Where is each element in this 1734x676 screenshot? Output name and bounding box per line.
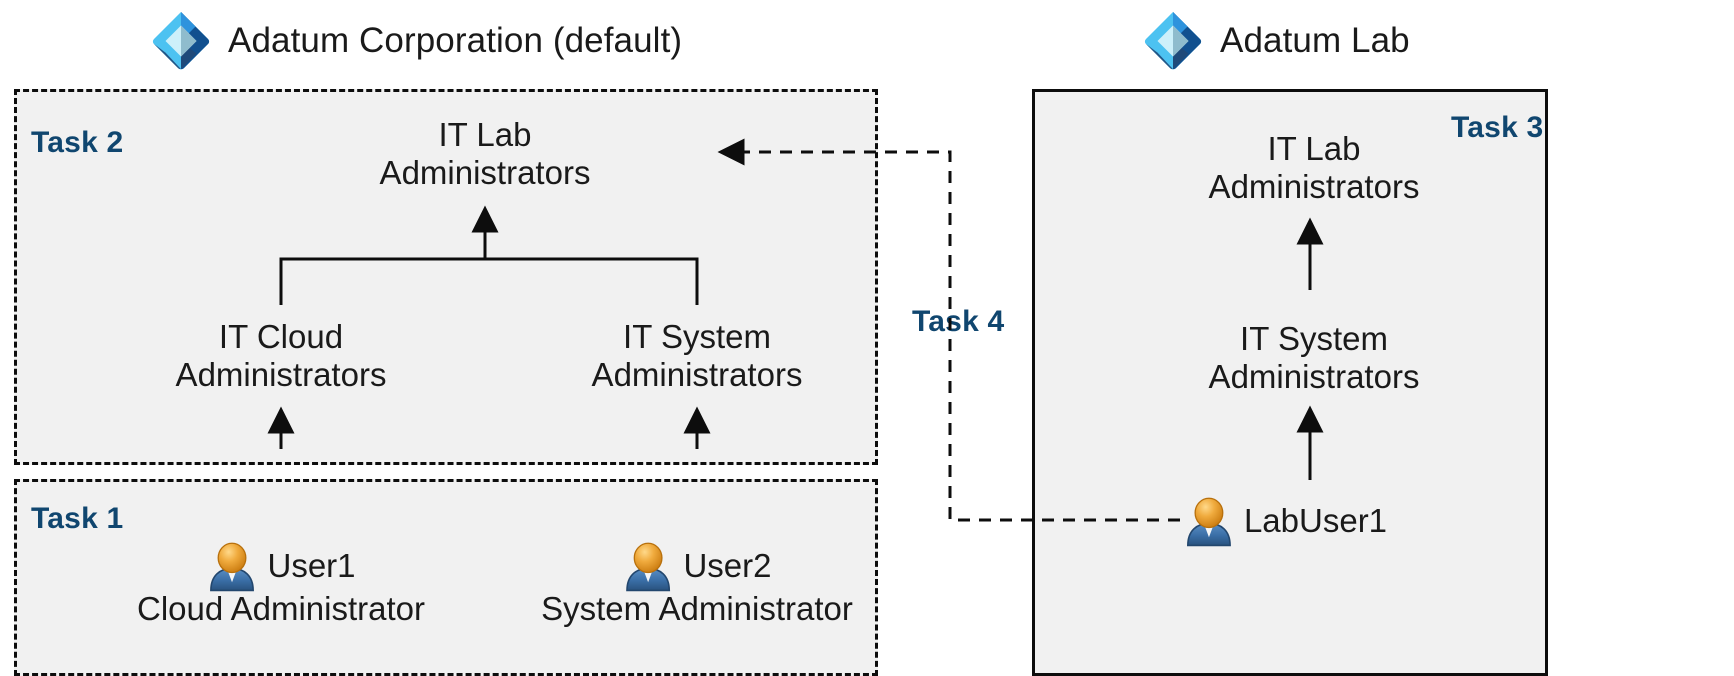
task1-label: Task 1 (31, 502, 124, 535)
labuser1-name-row: LabUser1 (1183, 495, 1387, 547)
user2-name: User2 (683, 547, 772, 584)
tenant-name-adatum-lab: Adatum Lab (1220, 21, 1410, 60)
group-it-system-administrators: IT System Administrators (591, 318, 803, 394)
tenant-header-adatum-corporation: Adatum Corporation (default) (150, 10, 682, 72)
lab-group-it-lab-administrators: IT Lab Administrators (1208, 130, 1420, 206)
user1-name-row: User1 (137, 540, 425, 592)
task3-label: Task 3 (1451, 111, 1544, 144)
user1-role: Cloud Administrator (137, 590, 425, 627)
user1-name: User1 (267, 547, 356, 584)
user-icon (206, 540, 258, 592)
labuser1-name: LabUser1 (1243, 502, 1388, 539)
task4-label: Task 4 (912, 305, 1005, 338)
user-icon (1183, 495, 1235, 547)
lab-group-it-system-administrators: IT System Administrators (1208, 320, 1420, 396)
azure-active-directory-icon (1142, 10, 1204, 72)
azure-active-directory-icon (150, 10, 212, 72)
task2-label: Task 2 (31, 126, 124, 159)
user2-role: System Administrator (541, 590, 853, 627)
user-entry-labuser1: LabUser1 (1183, 495, 1387, 547)
group-it-lab-administrators: IT Lab Administrators (379, 116, 591, 192)
tenant-name-adatum-corporation: Adatum Corporation (default) (228, 21, 683, 60)
tenant-header-adatum-lab: Adatum Lab (1142, 10, 1410, 72)
user-entry-user1: User1 Cloud Administrator (137, 540, 425, 628)
user2-name-row: User2 (541, 540, 853, 592)
user-icon (622, 540, 674, 592)
group-it-cloud-administrators: IT Cloud Administrators (175, 318, 387, 394)
user-entry-user2: User2 System Administrator (541, 540, 853, 628)
